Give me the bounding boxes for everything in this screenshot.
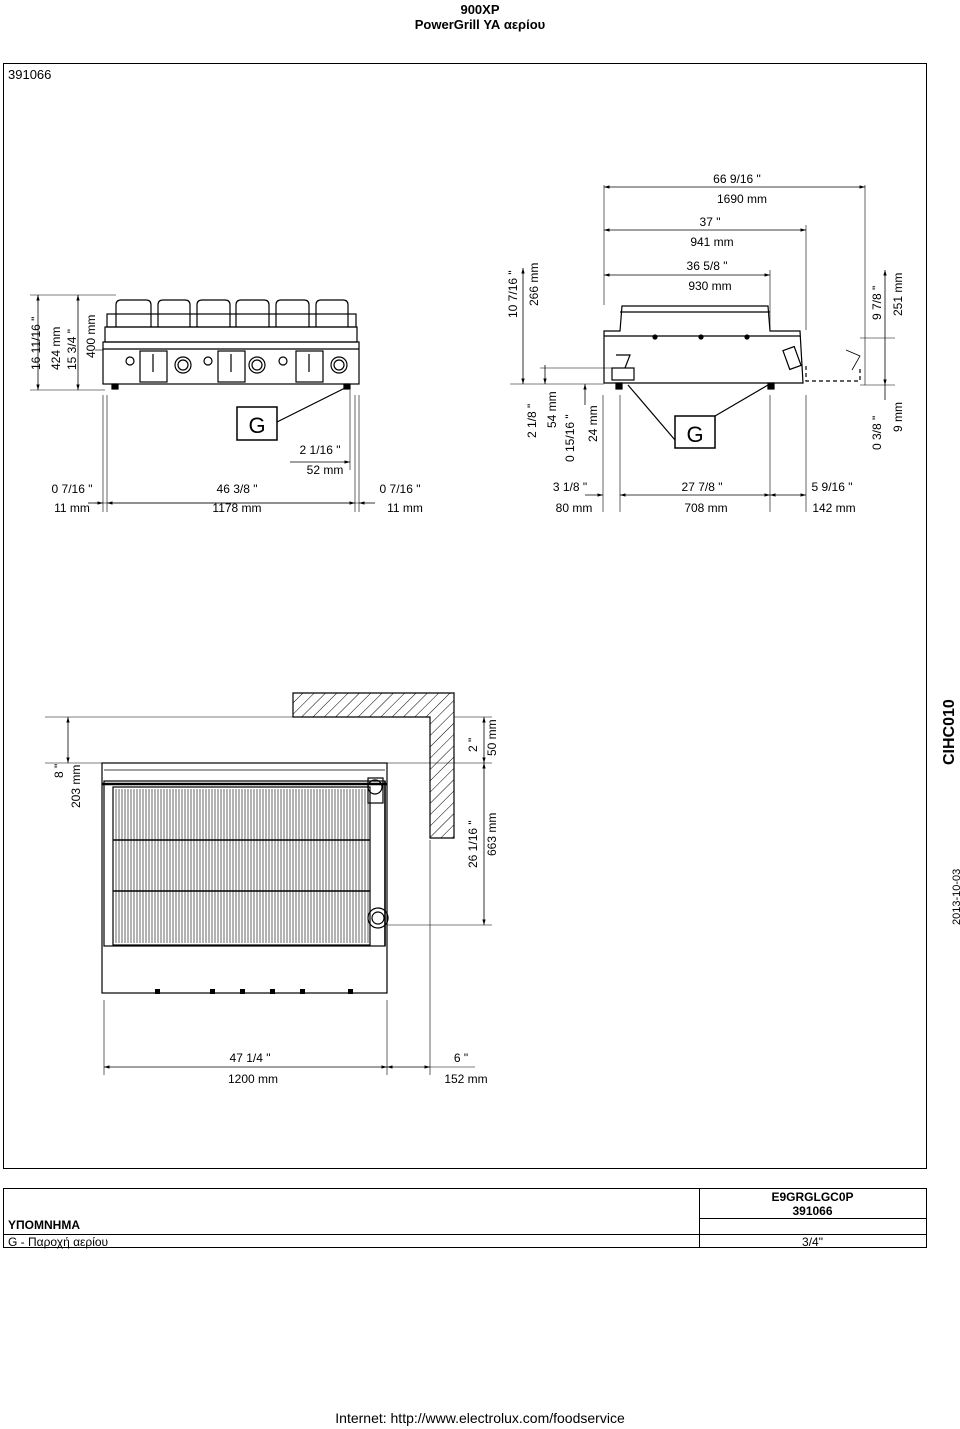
side-base2-in: 27 7/8 ": [682, 480, 723, 494]
top-clear-mm: 152 mm: [444, 1072, 487, 1086]
side-base3-in: 5 9/16 ": [812, 480, 853, 494]
front-right-offset-in: 0 7/16 ": [380, 482, 421, 496]
top-view: [45, 692, 492, 1075]
gas-connection-size: 3/4": [802, 1235, 823, 1249]
model-number: 391066: [792, 1204, 833, 1218]
side-h2-in: 0 15/16 ": [563, 414, 577, 462]
top-left-h-in: 8 ": [52, 763, 66, 778]
side-overall-depth-in: 66 9/16 ": [713, 172, 761, 186]
model-name: E9GRGLGC0P: [771, 1190, 854, 1204]
drawing-date: 2013-10-03: [951, 868, 960, 925]
side-code: CIHC010: [941, 699, 958, 765]
side-base2-mm: 708 mm: [684, 501, 727, 515]
front-gas-offset-mm: 52 mm: [307, 463, 344, 477]
top-wall-mm: 50 mm: [485, 719, 499, 756]
front-gas-offset-in: 2 1/16 ": [300, 443, 341, 457]
side-view: [510, 185, 895, 512]
top-left-h-mm: 203 mm: [69, 764, 83, 808]
front-gas-label: G: [248, 413, 265, 438]
side-height-top-mm: 266 mm: [527, 262, 541, 306]
side-h1-in: 2 1/8 ": [525, 403, 539, 438]
top-depth-in: 26 1/16 ": [466, 820, 480, 868]
side-depth2-in: 36 5/8 ": [687, 259, 728, 273]
top-wall-in: 2 ": [466, 737, 480, 752]
front-body-height-mm: 400 mm: [84, 314, 98, 358]
front-left-offset-in: 0 7/16 ": [52, 482, 93, 496]
side-overall-depth-mm: 1690 mm: [717, 192, 767, 206]
page-title: 900XP: [460, 2, 500, 17]
top-width-mm: 1200 mm: [228, 1072, 278, 1086]
side-base1-mm: 80 mm: [556, 501, 593, 515]
side-right-low-mm: 9 mm: [891, 402, 905, 432]
footer-url[interactable]: Internet: http://www.electrolux.com/food…: [335, 1410, 625, 1426]
front-height-mm: 424 mm: [49, 326, 63, 370]
side-gas-label: G: [686, 422, 703, 447]
page-subtitle: PowerGrill ΥΑ αερίου: [414, 17, 546, 32]
model-code: E9GRGLGC0P 391066: [699, 1190, 926, 1218]
side-right-low-in: 0 3/8 ": [870, 415, 884, 450]
side-depth2-mm: 930 mm: [688, 279, 731, 293]
grill-supports: [115, 299, 349, 327]
top-depth-mm: 663 mm: [485, 812, 499, 856]
top-clear-in: 6 ": [454, 1051, 468, 1065]
grill-bars: [115, 789, 369, 943]
front-width-mm: 1178 mm: [212, 501, 261, 515]
side-right-h-in: 9 7/8 ": [870, 285, 884, 320]
front-body-height-in: 15 3/4 ": [65, 329, 79, 370]
side-base3-mm: 142 mm: [812, 501, 855, 515]
side-h1-mm: 54 mm: [545, 391, 559, 428]
front-view: [30, 294, 375, 512]
legend-item: G - Παροχή αερίου: [8, 1235, 109, 1249]
side-height-top-in: 10 7/16 ": [506, 270, 520, 318]
front-right-offset-mm: 11 mm: [387, 501, 423, 515]
top-width-in: 47 1/4 ": [230, 1051, 271, 1065]
drawing-code: 391066: [8, 67, 52, 82]
legend-box: ΥΠΟΜΝΗΜΑ G - Παροχή αερίου E9GRGLGC0P 39…: [3, 1188, 927, 1249]
legend-title: ΥΠΟΜΝΗΜΑ: [8, 1218, 80, 1232]
drawing-frame: [3, 63, 927, 1169]
front-height-in: 16 11/16 ": [29, 316, 43, 370]
side-h2-mm: 24 mm: [586, 405, 600, 442]
side-right-h-mm: 251 mm: [891, 272, 905, 316]
front-width-in: 46 3/8 ": [217, 482, 258, 496]
side-depth1-in: 37 ": [700, 215, 721, 229]
front-left-offset-mm: 11 mm: [54, 501, 90, 515]
side-depth1-mm: 941 mm: [690, 235, 733, 249]
side-base1-in: 3 1/8 ": [553, 480, 587, 494]
